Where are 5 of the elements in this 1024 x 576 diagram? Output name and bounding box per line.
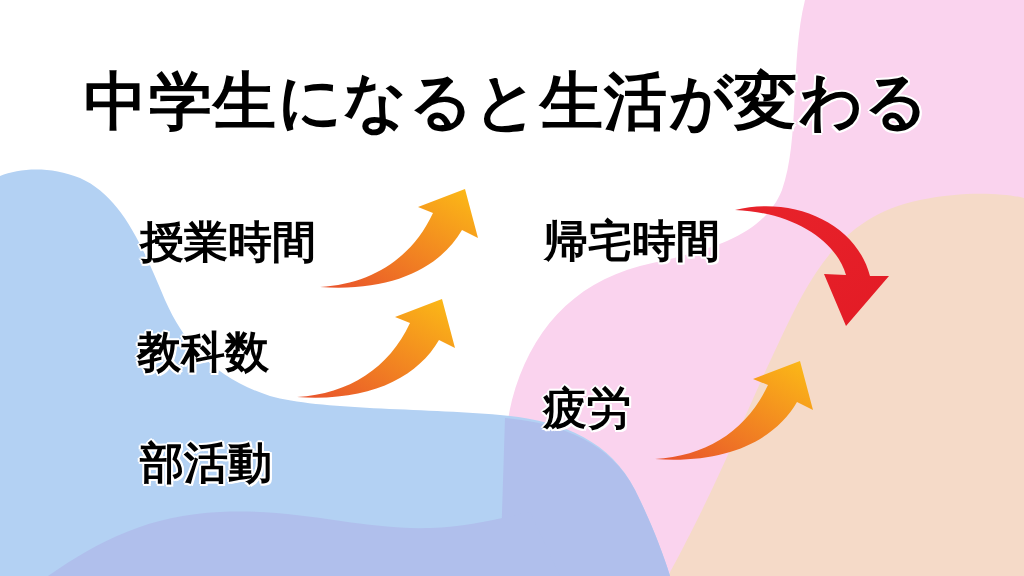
label-text: 部活動 [140, 441, 272, 485]
label-text: 疲労 [543, 386, 631, 430]
label-text: 授業時間 [140, 220, 316, 264]
label-text: 帰宅時間 [544, 219, 720, 263]
label-text: 教科数 [137, 330, 269, 374]
